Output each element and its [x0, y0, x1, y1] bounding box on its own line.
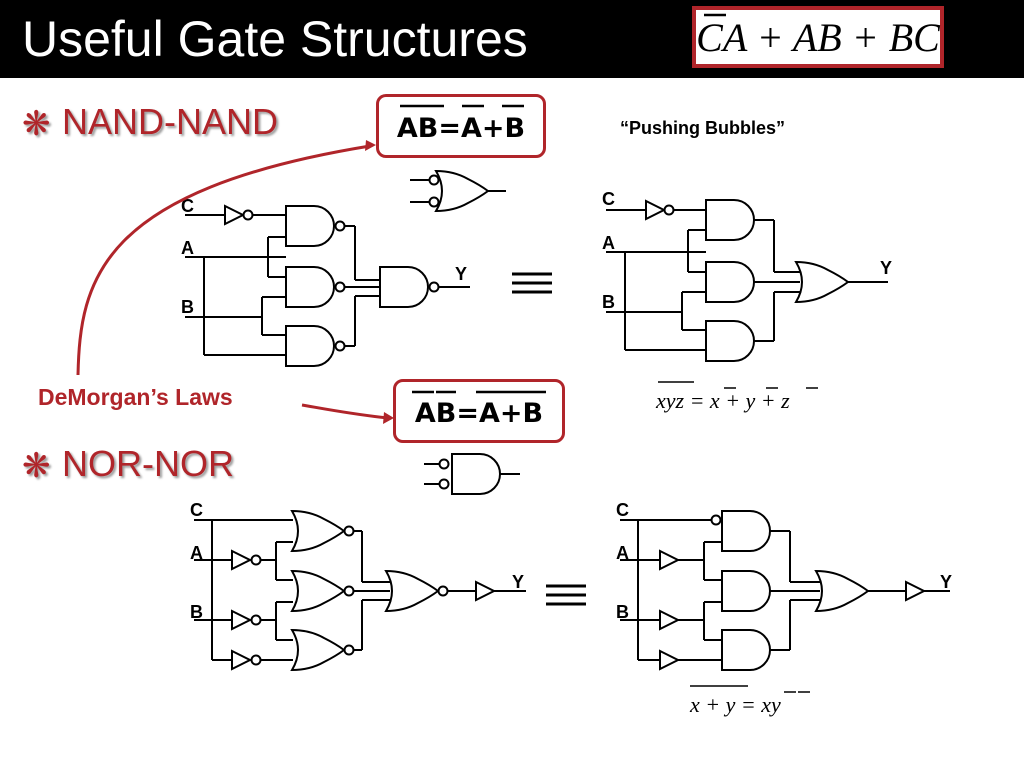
input-a-label: A [616, 543, 629, 563]
input-b-label: B [190, 602, 203, 622]
output-y-label: Y [940, 572, 953, 592]
output-y-label: Y [880, 258, 893, 278]
pushed-nor-circuit [620, 510, 950, 671]
nand-law: AB=A+B [396, 113, 526, 144]
output-y-label: Y [512, 572, 525, 592]
overbars [400, 13, 818, 693]
input-c-label: C [181, 196, 194, 216]
arrow-nor [301, 403, 389, 420]
input-a-label: A [190, 543, 203, 563]
input-b-label: B [181, 297, 194, 317]
arrow-nand [76, 144, 371, 376]
input-c-label: C [190, 500, 203, 520]
section-nor-nor: NOR-NOR [62, 443, 234, 484]
input-a-label: A [181, 238, 194, 258]
nand-equation: xyz = x + y + z [656, 388, 790, 413]
pushing-bubbles-label: “Pushing Bubbles” [620, 118, 786, 138]
formula-text: CA + AB + BC [696, 15, 940, 60]
input-b-label: B [616, 602, 629, 622]
slide-title: Useful Gate Structures [22, 11, 528, 67]
demorgan-label: DeMorgan’s Laws [38, 384, 233, 410]
bullet-icon: ❋ [22, 446, 51, 486]
nor-equation: x + y = xy [690, 692, 781, 717]
input-b-label: B [602, 292, 615, 312]
input-c-label: C [616, 500, 629, 520]
nand-law-box: AB=A+B [376, 94, 546, 158]
output-y-label: Y [455, 264, 468, 284]
section-nand-nand: NAND-NAND [62, 101, 278, 142]
formula-box: CA + AB + BC [692, 6, 944, 68]
bullet-icon: ❋ [22, 104, 51, 144]
nor-demorgan-gate [424, 453, 520, 495]
input-c-label: C [602, 189, 615, 209]
nand-nand-circuit [185, 205, 470, 367]
input-a-label: A [602, 233, 615, 253]
nor-nor-circuit [194, 510, 526, 671]
nand-demorgan-gate [410, 170, 506, 212]
pushed-nand-circuit [606, 199, 888, 362]
nor-law-box: AB=A+B [393, 379, 565, 443]
nor-law: AB=A+B [414, 398, 544, 429]
